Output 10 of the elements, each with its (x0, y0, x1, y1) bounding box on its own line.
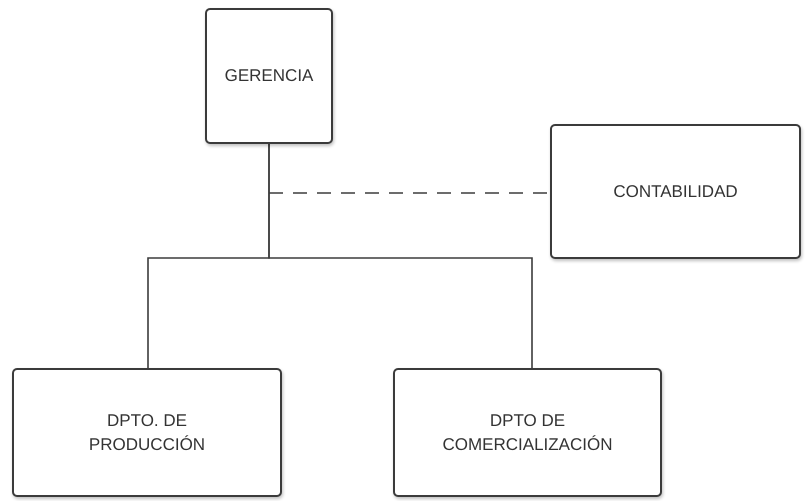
org-box (12, 368, 282, 497)
org-box (393, 368, 662, 497)
org-box (205, 8, 333, 144)
box-label: DPTO DE COMERCIALIZACIÓN (441, 410, 614, 456)
org-box (550, 124, 801, 259)
connector-line (269, 192, 550, 194)
box-label: GERENCIA (224, 65, 314, 88)
box-label: DPTO. DE PRODUCCIÓN (88, 410, 206, 456)
connector-line (268, 144, 533, 368)
box-label: CONTABILIDAD (613, 180, 738, 203)
